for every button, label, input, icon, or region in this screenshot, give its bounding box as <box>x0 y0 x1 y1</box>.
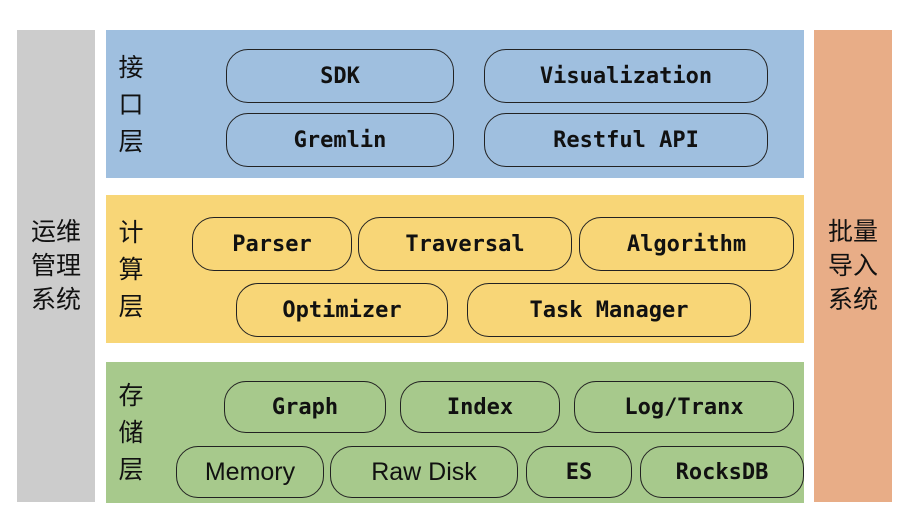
interface-layer: 接 口 层 SDK Visualization Gremlin Restful … <box>106 30 804 178</box>
storage-layer-title: 存 储 层 <box>118 381 144 484</box>
ops-management-panel: 运维 管理 系统 <box>17 30 95 502</box>
visualization-box: Visualization <box>484 49 768 103</box>
graph-box: Graph <box>224 381 386 433</box>
log-tranx-box: Log/Tranx <box>574 381 794 433</box>
parser-box: Parser <box>192 217 352 271</box>
compute-layer-title: 计 算 层 <box>118 217 144 321</box>
sdk-box: SDK <box>226 49 454 103</box>
batch-import-panel: 批量 导入 系统 <box>814 30 892 502</box>
optimizer-box: Optimizer <box>236 283 448 337</box>
gremlin-box: Gremlin <box>226 113 454 167</box>
raw-disk-box: Raw Disk <box>330 446 518 498</box>
rocksdb-box: RocksDB <box>640 446 804 498</box>
compute-layer: 计 算 层 Parser Traversal Algorithm Optimiz… <box>106 195 804 343</box>
storage-layer: 存 储 层 Graph Index Log/Tranx Memory Raw D… <box>106 362 804 503</box>
interface-layer-title: 接 口 层 <box>118 52 144 156</box>
traversal-box: Traversal <box>358 217 572 271</box>
es-box: ES <box>526 446 632 498</box>
index-box: Index <box>400 381 560 433</box>
task-manager-box: Task Manager <box>467 283 751 337</box>
ops-management-label: 运维 管理 系统 <box>30 217 81 314</box>
restful-api-box: Restful API <box>484 113 768 167</box>
batch-import-label: 批量 导入 系统 <box>827 217 878 314</box>
algorithm-box: Algorithm <box>579 217 794 271</box>
memory-box: Memory <box>176 446 324 498</box>
